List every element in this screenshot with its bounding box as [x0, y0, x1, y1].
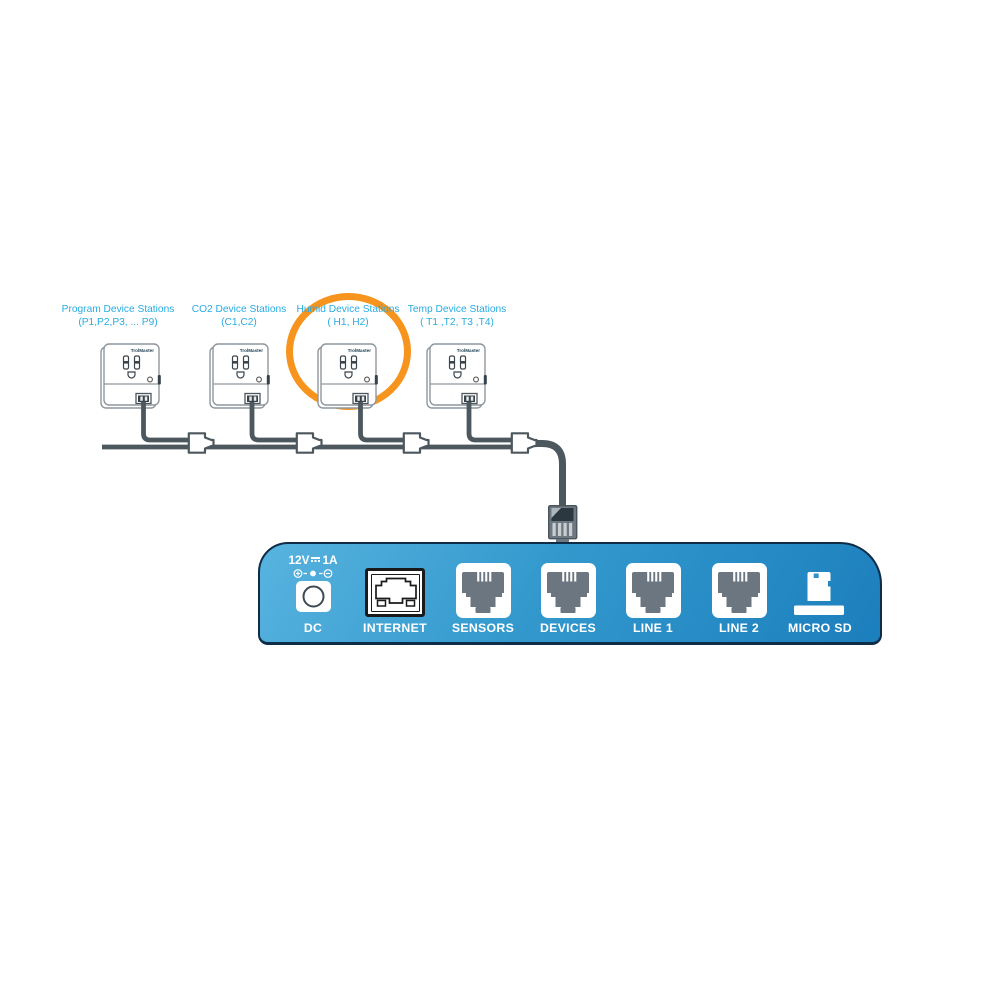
- rj11-jack-icon: [461, 572, 506, 613]
- device-station-icon-temp: TrolMaster: [425, 343, 487, 409]
- device-station-icon-program: TrolMaster: [100, 343, 161, 409]
- internet-port: [365, 568, 425, 617]
- cable-coupler-1: [187, 432, 215, 454]
- device-station-icon-co2: TrolMaster: [208, 343, 270, 409]
- dc-current: 1A: [322, 553, 338, 567]
- sensors-port: [455, 563, 511, 618]
- internet-port-label: INTERNET: [363, 621, 427, 635]
- line2-port: [711, 563, 767, 618]
- rj-plug-icon: [547, 504, 578, 543]
- station-label-line2: ( T1 ,T2, T3 ,T4): [420, 317, 494, 328]
- dc-power-rating: 12V 1A: [258, 553, 368, 567]
- rj11-jack-icon: [631, 572, 676, 613]
- station-label-line1: CO2 Device Stations: [191, 304, 287, 315]
- dc-symbol-icon: [311, 556, 321, 564]
- dc-port: [295, 581, 331, 612]
- cable-network: [102, 402, 578, 543]
- station-label-line2: (C1,C2): [221, 317, 257, 328]
- station-label-program: Program Device Stations (P1,P2,P3, ... P…: [33, 303, 203, 329]
- station-label-humid: Humid Device Stations ( H1, H2): [263, 303, 433, 329]
- rj11-jack-icon: [717, 572, 762, 613]
- brand-text: TrolMaster: [348, 348, 371, 353]
- cable-coupler-3: [402, 432, 430, 454]
- main-cable: [533, 440, 566, 507]
- sensors-port-label: SENSORS: [451, 621, 515, 635]
- station-label-line1: Program Device Stations: [61, 304, 175, 315]
- micro-sd-card-icon: [794, 572, 844, 615]
- micro-sd-label: MICRO SD: [788, 621, 852, 635]
- devices-port: [540, 563, 596, 618]
- rj11-jack-icon: [546, 572, 591, 613]
- station-label-line2: (P1,P2,P3, ... P9): [78, 317, 158, 328]
- drop-cable-2: [249, 402, 302, 443]
- drop-cable-3: [358, 402, 409, 443]
- station-label-line1: Temp Device Stations: [407, 304, 507, 315]
- dc-voltage: 12V: [288, 553, 310, 567]
- brand-text: TrolMaster: [456, 348, 479, 353]
- brand-text: TrolMaster: [239, 348, 262, 353]
- cable-coupler-2: [295, 432, 323, 454]
- dc-port-label: DC: [303, 621, 323, 635]
- cable-coupler-4: [510, 432, 538, 454]
- device-station-icon-humid: TrolMaster: [317, 343, 378, 409]
- polarity-icon: [258, 568, 368, 579]
- line1-port: [625, 563, 681, 618]
- rj45-jack-icon: [370, 573, 420, 612]
- station-label-co2: CO2 Device Stations (C1,C2): [154, 303, 324, 329]
- line1-port-label: LINE 1: [632, 621, 674, 635]
- station-label-line2: ( H1, H2): [327, 317, 369, 328]
- line2-port-label: LINE 2: [718, 621, 760, 635]
- station-label-temp: Temp Device Stations ( T1 ,T2, T3 ,T4): [372, 303, 542, 329]
- drop-cable-1: [141, 402, 194, 443]
- station-label-line1: Humid Device Stations: [296, 304, 400, 315]
- drop-cable-4: [466, 402, 517, 443]
- brand-text: TrolMaster: [131, 348, 154, 353]
- devices-port-label: DEVICES: [539, 621, 597, 635]
